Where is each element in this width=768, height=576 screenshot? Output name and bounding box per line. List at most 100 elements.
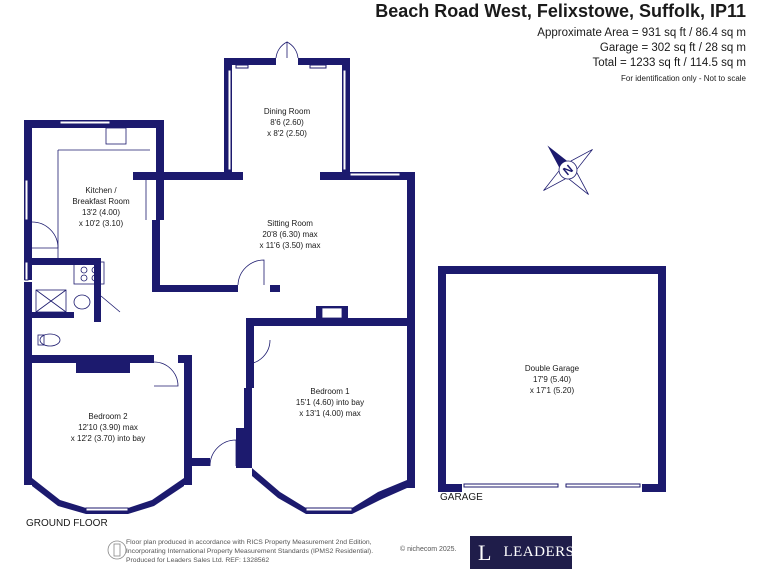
dining-room-dim2: x 8'2 (2.50): [267, 129, 307, 138]
logo-letter: L: [478, 539, 492, 565]
sitting-room-dim1: 20'8 (6.30) max: [262, 230, 317, 239]
sitting-room-name: Sitting Room: [267, 219, 313, 228]
hob-ring-icon: [91, 266, 99, 274]
bedroom1-dim1: 15'1 (4.60) into bay: [296, 398, 364, 407]
bedroom2-name: Bedroom 2: [88, 412, 128, 421]
sitting-room-dim2: x 11'6 (3.50) max: [260, 241, 321, 250]
footer-line-3: Produced for Leaders Sales Ltd. REF: 132…: [126, 557, 270, 564]
footer-mark-icon: [107, 540, 127, 560]
kitchen-name-2: Breakfast Room: [72, 197, 130, 206]
footer-figure: [113, 543, 121, 557]
entrance-wall: [184, 458, 210, 466]
windows: [24, 64, 641, 512]
scale-disclaimer: For identification only - Not to scale: [621, 74, 746, 83]
bedroom1-name: Bedroom 1: [310, 387, 350, 396]
footer-line-1: Floor plan produced in accordance with R…: [126, 539, 372, 546]
hob-ring-icon: [91, 274, 99, 282]
dining-window-side-left: [227, 69, 232, 171]
porch-wall: [236, 428, 244, 468]
bedroom1-wall-left-lower: [244, 388, 252, 468]
toilet-icon: [39, 333, 61, 347]
bedroom1-door: [245, 339, 271, 365]
kitchen-back-door: [31, 221, 59, 249]
nichecom-credit: © nichecom 2025.: [400, 546, 457, 553]
kitchen-dim2: x 10'2 (3.10): [79, 219, 124, 228]
kitchen-sink-icon: [105, 127, 127, 145]
garage-wall-left: [438, 266, 446, 492]
footer-circle: [107, 540, 127, 560]
kitchen-dim1: 13'2 (4.00): [82, 208, 120, 217]
french-door-left: [275, 41, 288, 59]
hob-ring-icon: [80, 274, 88, 282]
bedroom2-wall-left: [24, 355, 32, 485]
bedroom1-bay: [252, 468, 407, 514]
bedroom2-bay-window: [85, 507, 129, 512]
leaders-logo: L LEADERS: [470, 536, 575, 569]
kitchen-wall-right: [156, 120, 164, 220]
doors: [31, 41, 299, 467]
shower-icon: [35, 289, 67, 313]
bedroom2-dim1: 12'10 (3.90) max: [78, 423, 138, 432]
dining-room-name: Dining Room: [264, 107, 311, 116]
bathroom-wall-right: [94, 258, 101, 322]
bedroom2-door: [153, 361, 179, 387]
approximate-area: Approximate Area = 931 sq ft / 86.4 sq m: [537, 27, 746, 39]
bedroom1-wall-left: [246, 318, 254, 388]
hob-ring-icon: [80, 266, 88, 274]
bedroom1-dim2: x 13'1 (4.00) max: [299, 409, 361, 418]
french-door-right: [286, 41, 299, 59]
sitting-wall-bottom-right: [270, 285, 280, 292]
sitting-door: [237, 259, 265, 286]
bedroom2-cupboard: [76, 355, 130, 373]
dining-window-side-right: [342, 69, 347, 171]
bedroom2-wall-right: [184, 355, 192, 485]
total-area: Total = 1233 sq ft / 114.5 sq m: [592, 57, 746, 69]
compass-rose: [543, 145, 593, 195]
garage-area: Garage = 302 sq ft / 28 sq m: [599, 42, 746, 54]
garage-dim2: x 17'1 (5.20): [530, 386, 575, 395]
garage-wall-bottom-right: [642, 484, 666, 492]
garage-floor-label: GARAGE: [440, 492, 483, 503]
logo-text: LEADERS: [503, 544, 575, 560]
compass-center: [558, 160, 578, 180]
garage-door-right: [565, 483, 641, 488]
dining-wall-top-right: [298, 58, 350, 65]
sitting-window: [349, 172, 401, 177]
fixtures: [35, 127, 343, 347]
basin-icon: [73, 294, 91, 310]
kitchen-wall-bottom: [24, 258, 94, 265]
bathroom-wall-left: [24, 282, 32, 362]
garage-door-left: [463, 483, 559, 488]
bedroom2-dim2: x 12'2 (3.70) into bay: [71, 434, 145, 443]
toilet-cistern-icon: [37, 334, 45, 346]
sitting-wall-right: [407, 172, 415, 325]
front-door: [209, 439, 237, 467]
garage-name: Double Garage: [525, 364, 580, 373]
garage-wall-right: [658, 266, 666, 492]
bedroom2-bay: [32, 478, 184, 514]
dining-window-left: [235, 64, 249, 69]
footer-note: Floor plan produced in accordance with R…: [126, 538, 373, 565]
garage-dim1: 17'9 (5.40): [533, 375, 571, 384]
plan-title: Beach Road West, Felixstowe, Suffolk, IP…: [375, 1, 746, 21]
bedroom1-wall-right: [407, 318, 415, 488]
bathroom-divider: [24, 312, 74, 318]
dining-window-right: [309, 64, 327, 69]
fireplace-icon: [321, 307, 343, 319]
kitchen-dining-wall: [133, 172, 243, 180]
footer-line-2: Incorporating International Property Mea…: [126, 548, 374, 555]
sitting-wall-left: [152, 220, 160, 290]
garage-wall-bottom-left: [438, 484, 462, 492]
hob-icon: [73, 261, 105, 285]
cupboard-door: [100, 295, 121, 313]
hall-window: [24, 261, 29, 281]
shower-tray-line: [35, 289, 67, 313]
garage-wall-top: [438, 266, 666, 274]
dining-wall-top-left: [224, 58, 276, 65]
kitchen-window: [59, 120, 111, 125]
kitchen-name: Kitchen /: [85, 186, 117, 195]
dining-room-dim1: 8'6 (2.60): [270, 118, 304, 127]
room-labels: Dining Room 8'6 (2.60) x 8'2 (2.50) Kitc…: [71, 107, 580, 443]
sitting-wall-bottom: [152, 285, 238, 292]
